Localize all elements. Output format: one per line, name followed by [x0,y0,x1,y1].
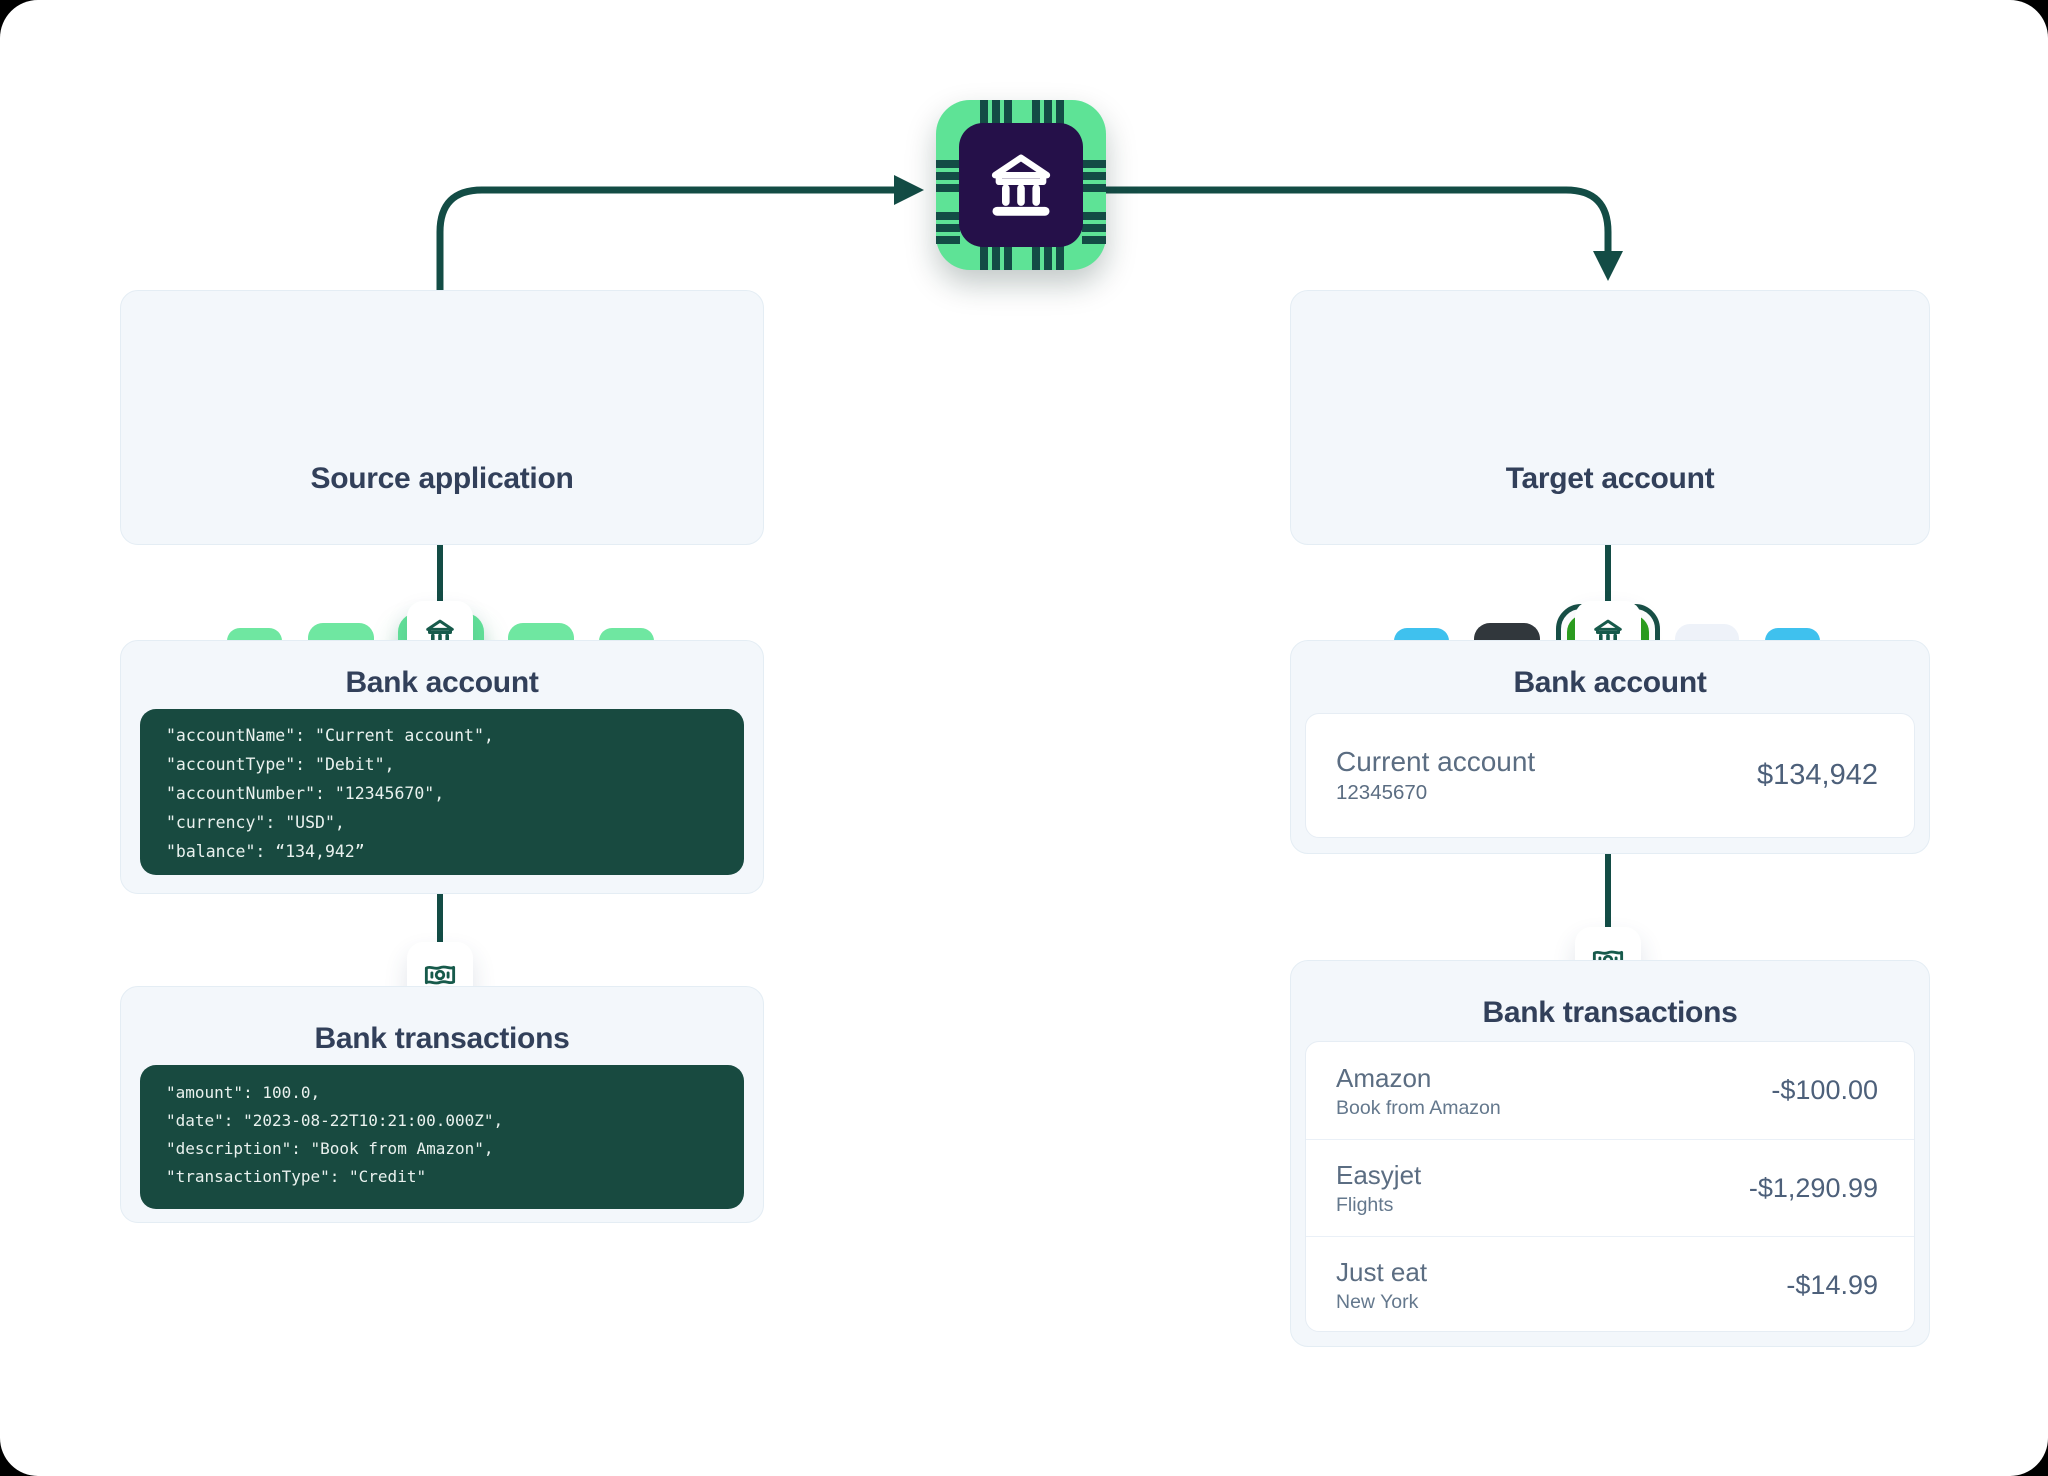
code-line: "accountNumber": "12345670", [166,779,718,808]
target-bank-transactions-card: Bank transactions Amazon Book from Amazo… [1290,960,1930,1347]
transaction-description: Book from Amazon [1336,1095,1501,1121]
bank-transactions-title: Bank transactions [121,1021,763,1057]
bank-account-title: Bank account [121,665,763,701]
account-name: Current account [1336,745,1535,779]
transaction-row: Just eat New York -$14.99 [1306,1236,1914,1333]
transaction-description: New York [1336,1289,1427,1315]
source-bank-transactions-card: Bank transactions "amount": 100.0, "date… [120,986,764,1223]
transaction-amount: -$100.00 [1771,1075,1878,1106]
chip-pins [936,212,960,244]
account-balance: $134,942 [1757,759,1878,792]
bank-account-title: Bank account [1291,665,1929,701]
transaction-name: Easyjet [1336,1158,1421,1192]
code-line: "transactionType": "Credit" [166,1163,718,1191]
chip-core [959,123,1083,247]
target-account-card: xero Sage xero Target account [1290,290,1930,545]
transaction-name: Just eat [1336,1255,1427,1289]
chip-pins [1082,160,1106,192]
source-application-card: Source application [120,290,764,545]
arrowhead-right-icon [894,175,924,205]
transaction-amount: -$14.99 [1786,1270,1878,1301]
transaction-name: Amazon [1336,1061,1501,1095]
chip-pins [1032,100,1064,124]
chip-pins [1082,212,1106,244]
code-line: "amount": 100.0, [166,1079,718,1107]
transaction-row: Easyjet Flights -$1,290.99 [1306,1139,1914,1236]
bank-icon [983,147,1059,223]
transactions-list: Amazon Book from Amazon -$100.00 Easyjet… [1305,1041,1915,1332]
code-line: "description": "Book from Amazon", [166,1135,718,1163]
source-application-title: Source application [121,461,763,497]
arrow-source-to-hub [440,190,894,290]
target-account-title: Target account [1291,461,1929,497]
account-number: 12345670 [1336,779,1535,807]
bank-account-json: "accountName": "Current account", "accou… [140,709,744,875]
code-line: "accountName": "Current account", [166,721,718,750]
chip-pins [1032,246,1064,270]
arrow-hub-to-target [1106,190,1608,252]
transaction-row: Amazon Book from Amazon -$100.00 [1306,1042,1914,1139]
arrowhead-down-icon [1593,251,1623,281]
bank-transactions-json: "amount": 100.0, "date": "2023-08-22T10:… [140,1065,744,1209]
code-line: "balance": “134,942” [166,837,718,866]
code-line: "currency": "USD", [166,808,718,837]
transaction-description: Flights [1336,1192,1421,1218]
code-line: "date": "2023-08-22T10:21:00.000Z", [166,1107,718,1135]
code-line: "accountType": "Debit", [166,750,718,779]
bank-transactions-title: Bank transactions [1291,995,1929,1031]
chip-pins [936,160,960,192]
transaction-amount: -$1,290.99 [1749,1173,1878,1204]
target-bank-account-card: Bank account Current account 12345670 $1… [1290,640,1930,854]
source-bank-account-card: Bank account "accountName": "Current acc… [120,640,764,894]
account-row: Current account 12345670 $134,942 [1305,713,1915,838]
chip-pins [980,246,1012,270]
bank-chip-icon [936,100,1106,270]
chip-pins [980,100,1012,124]
